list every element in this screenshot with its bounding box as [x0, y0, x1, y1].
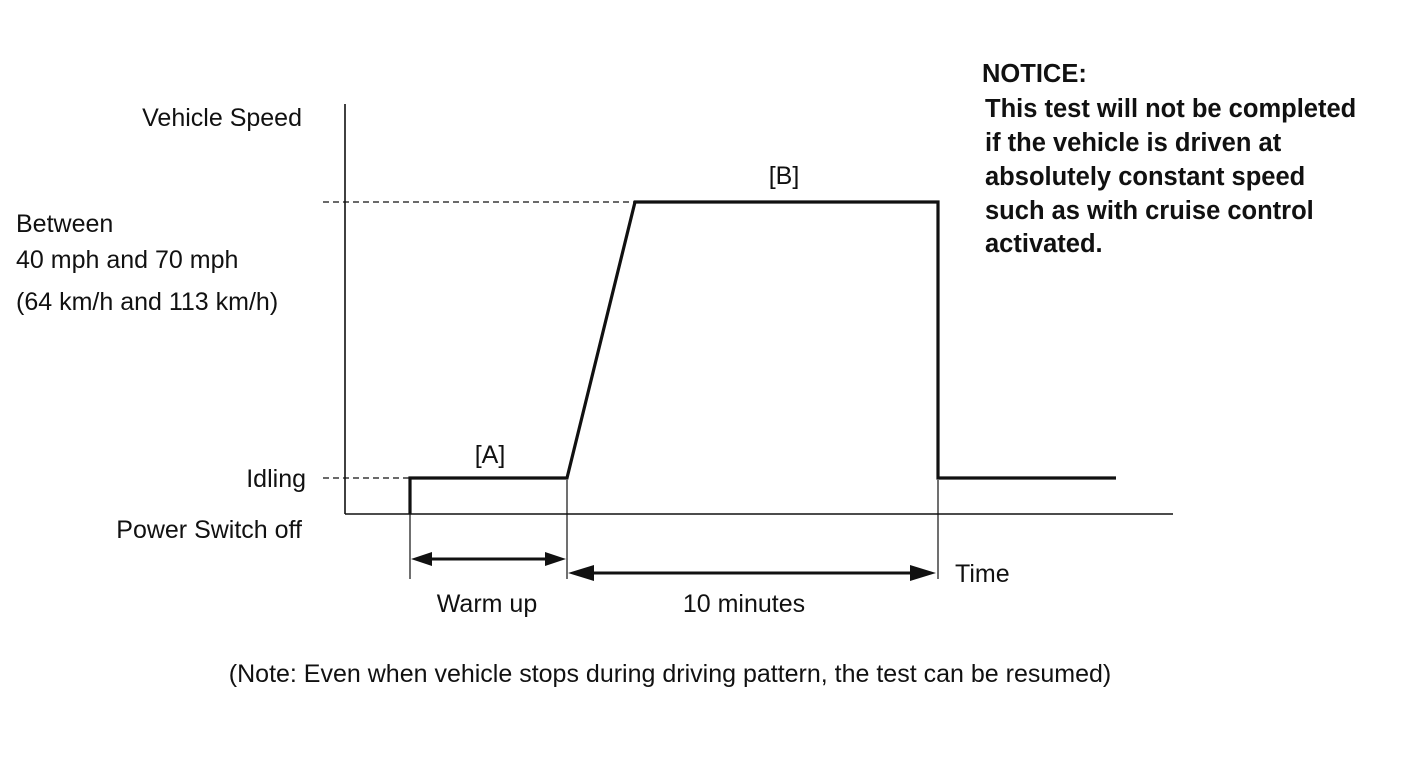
time-label: Time	[955, 560, 1010, 588]
notice-heading: NOTICE:	[982, 60, 1087, 88]
warm-up-double-arrow	[411, 552, 566, 566]
segment-b-label: [B]	[769, 162, 800, 190]
ten-minutes-double-arrow	[568, 565, 936, 581]
footnote: (Note: Even when vehicle stops during dr…	[229, 660, 1111, 688]
speed-range-label-line1: Between	[16, 210, 113, 238]
notice-line: absolutely constant speed	[985, 163, 1305, 191]
power-switch-off-label: Power Switch off	[116, 516, 302, 544]
notice-line: This test will not be completed	[985, 95, 1356, 123]
notice-line: activated.	[985, 230, 1103, 258]
speed-range-label-line3: (64 km/h and 113 km/h)	[16, 288, 278, 316]
segment-a-label: [A]	[475, 441, 506, 469]
idling-label: Idling	[246, 465, 306, 493]
vehicle-speed-label: Vehicle Speed	[142, 104, 302, 132]
speed-range-label-line2: 40 mph and 70 mph	[16, 246, 238, 274]
notice-block: NOTICE: This test will not be completed …	[982, 60, 1356, 258]
ten-minutes-label: 10 minutes	[683, 590, 805, 618]
warm-up-label: Warm up	[437, 590, 537, 618]
driving-pattern-line	[408, 200, 1116, 514]
notice-line: such as with cruise control	[985, 197, 1314, 225]
notice-line: if the vehicle is driven at	[985, 129, 1282, 157]
